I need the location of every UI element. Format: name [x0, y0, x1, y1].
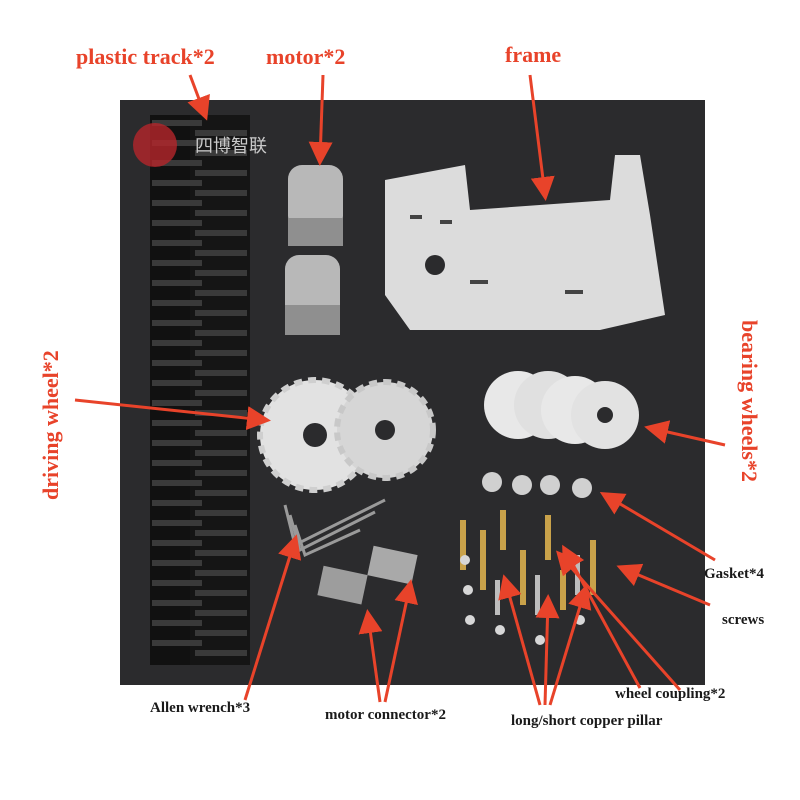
label-bearing-wheels: bearing wheels*2: [737, 320, 762, 482]
label-wheel-coupling: wheel coupling*2: [615, 686, 726, 702]
product-photo-drawing: 四博智联: [133, 115, 665, 665]
arrow-pillar-1: [498, 574, 542, 706]
arrow-allen-wrench: [243, 534, 302, 701]
label-frame: frame: [505, 42, 562, 67]
arrow-plastic-track: [187, 74, 210, 121]
plastic-track-image: [150, 115, 250, 665]
label-screws: screws: [722, 612, 765, 628]
motor-image: [285, 165, 343, 335]
label-copper-pillar: long/short copper pillar: [511, 713, 663, 729]
motor-connector-image: [317, 545, 418, 605]
arrow-screws: [616, 563, 711, 607]
arrow-pillar-3: [548, 584, 592, 706]
gasket-image: [482, 472, 592, 498]
arrow-motor-connector-1: [358, 609, 383, 703]
bearing-wheel-image: [484, 371, 639, 449]
frame-image: [385, 155, 665, 330]
arrow-pillar-2: [535, 594, 560, 706]
label-allen-wrench: Allen wrench*3: [150, 700, 251, 716]
label-gasket: Gasket*4: [704, 566, 764, 582]
product-photo: 四博智联: [120, 100, 705, 685]
label-motor: motor*2: [266, 44, 346, 69]
label-driving-wheel: driving wheel*2: [38, 350, 63, 500]
arrow-bearing-wheels: [644, 420, 726, 447]
arrow-motor: [308, 74, 333, 166]
brand-logo: 四博智联: [133, 123, 267, 167]
arrow-frame: [528, 74, 555, 201]
logo-text: 四博智联: [195, 136, 267, 157]
arrow-wheel-coupling-2: [562, 544, 642, 689]
arrow-motor-connector-2: [383, 579, 418, 703]
label-plastic-track: plastic track*2: [76, 44, 215, 69]
label-motor-connector: motor connector*2: [325, 707, 446, 723]
driving-wheel-image: [257, 377, 436, 493]
arrow-driving-wheel: [74, 398, 271, 431]
arrow-gasket: [599, 491, 716, 562]
